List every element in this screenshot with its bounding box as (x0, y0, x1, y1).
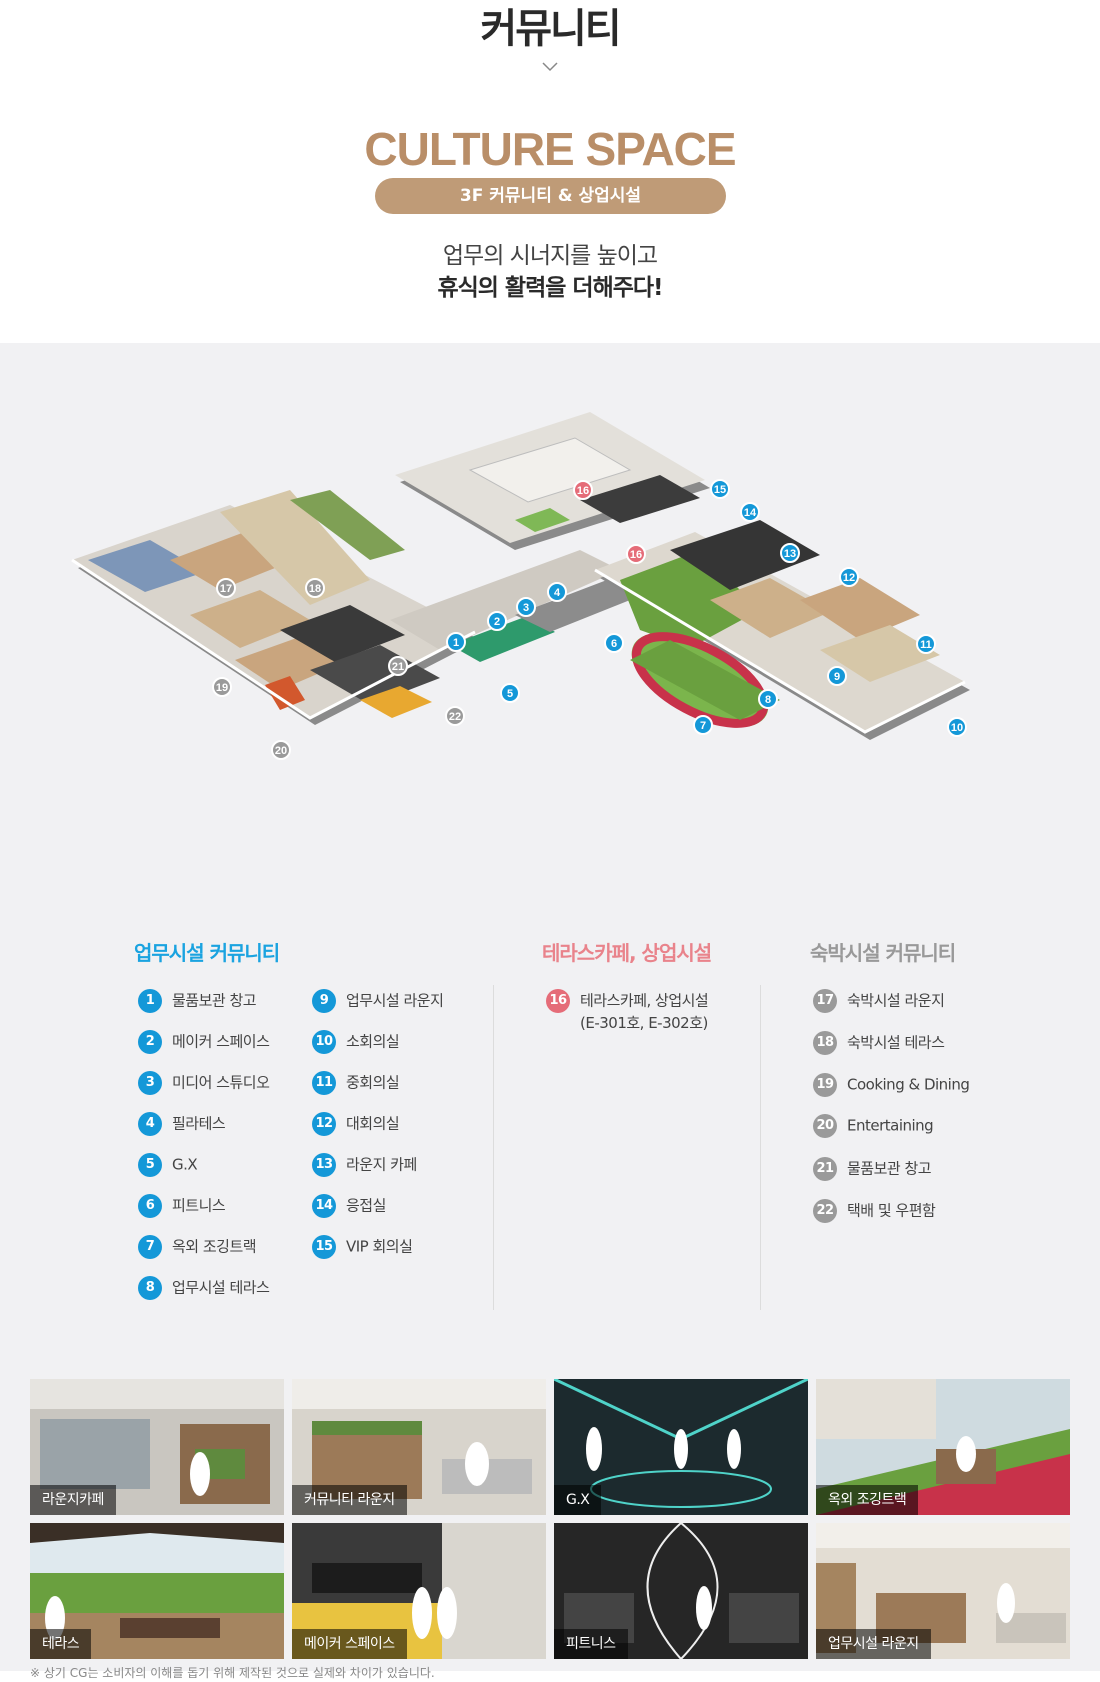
floorplan-marker: 5 (500, 683, 520, 703)
legend-lodging-title: 숙박시설 커뮤니티 (810, 941, 956, 965)
floorplan-marker: 12 (839, 567, 859, 587)
svg-text:5: 5 (507, 688, 513, 700)
gallery-caption: 업무시설 라운지 (816, 1629, 931, 1659)
floorplan-marker: 11 (916, 634, 936, 654)
floorplan-marker: 14 (740, 502, 760, 522)
gallery-caption: G.X (554, 1485, 602, 1515)
page-title: 커뮤니티 (480, 6, 621, 52)
floorplan-illustration: 1 2 3 4 5 6 7 8 9 10 11 12 13 14 15 16 1… (71, 412, 970, 760)
gallery-image-terrace: 테라스 (30, 1523, 284, 1659)
floorplan-marker: 22 (445, 706, 465, 726)
svg-text:17: 17 (220, 583, 232, 595)
floorplan-marker: 6 (604, 633, 624, 653)
svg-text:7: 7 (700, 720, 706, 732)
gallery-image-office-lounge: 업무시설 라운지 (816, 1523, 1070, 1659)
floorplan-marker: 13 (780, 543, 800, 563)
svg-text:15: 15 (714, 484, 726, 496)
svg-text:20: 20 (275, 745, 287, 757)
chevron-down-icon (542, 62, 558, 72)
svg-text:18: 18 (309, 583, 321, 595)
gallery-caption: 메이커 스페이스 (292, 1629, 407, 1659)
svg-text:21: 21 (392, 661, 404, 673)
divider (493, 985, 494, 1310)
gallery-image-jogging-track: 옥외 조깅트랙 (816, 1379, 1070, 1515)
svg-text:16: 16 (630, 549, 642, 561)
gallery-caption: 테라스 (30, 1629, 92, 1659)
gallery-image-lounge-cafe: 라운지카페 (30, 1379, 284, 1515)
floorplan-marker: 18 (305, 578, 325, 598)
svg-text:8: 8 (765, 694, 771, 706)
floorplan-marker: 1 (446, 632, 466, 652)
svg-text:9: 9 (834, 671, 840, 683)
floorplan-marker: 9 (827, 666, 847, 686)
svg-text:16: 16 (577, 485, 589, 497)
floorplan-marker: 15 (710, 479, 730, 499)
section-heading: CULTURE SPACE (364, 123, 736, 175)
legend-commercial-title: 테라스카페, 상업시설 (542, 941, 712, 965)
gallery-image-community-lounge: 커뮤니티 라운지 (292, 1379, 546, 1515)
gallery-caption: 옥외 조깅트랙 (816, 1485, 919, 1515)
floorplan-marker: 2 (487, 611, 507, 631)
svg-text:10: 10 (951, 722, 963, 734)
svg-text:11: 11 (920, 639, 932, 651)
floorplan-marker: 16 (626, 544, 646, 564)
svg-text:14: 14 (744, 507, 757, 519)
svg-text:3: 3 (523, 602, 529, 614)
floor-pill: 3F 커뮤니티 & 상업시설 (375, 178, 726, 214)
floorplan-marker: 10 (947, 717, 967, 737)
floorplan-marker: 3 (516, 597, 536, 617)
slogan-line-2: 휴식의 활력을 더해주다! (437, 275, 663, 301)
floorplan-marker: 7 (693, 715, 713, 735)
legend-item-sub: (E-301호, E-302호) (580, 1014, 708, 1032)
floorplan-marker: 16 (573, 480, 593, 500)
svg-text:6: 6 (611, 638, 617, 650)
floorplan-marker: 4 (547, 582, 567, 602)
svg-text:4: 4 (554, 587, 561, 599)
svg-text:1: 1 (453, 637, 459, 649)
svg-text:2: 2 (494, 616, 500, 628)
svg-text:22: 22 (449, 711, 461, 723)
svg-text:13: 13 (784, 548, 796, 560)
gallery-image-gx: G.X (554, 1379, 808, 1515)
disclaimer: ※ 상기 CG는 소비자의 이해를 돕기 위해 제작된 것으로 실제와 차이가 … (30, 1666, 435, 1680)
floorplan-marker: 20 (271, 740, 291, 760)
floorplan-marker: 19 (212, 677, 232, 697)
gallery-caption: 피트니스 (554, 1629, 628, 1659)
legend-office-title: 업무시설 커뮤니티 (134, 941, 280, 965)
svg-text:19: 19 (216, 682, 228, 694)
gallery-caption: 커뮤니티 라운지 (292, 1485, 407, 1515)
floorplan-marker: 21 (388, 656, 408, 676)
gallery-caption: 라운지카페 (30, 1485, 116, 1515)
svg-text:12: 12 (843, 572, 855, 584)
gallery-image-maker-space: 메이커 스페이스 (292, 1523, 546, 1659)
floorplan-marker: 8 (758, 689, 778, 709)
divider (760, 985, 761, 1310)
slogan-line-1: 업무의 시너지를 높이고 (442, 243, 658, 269)
gallery-image-fitness: 피트니스 (554, 1523, 808, 1659)
floorplan-marker: 17 (216, 578, 236, 598)
